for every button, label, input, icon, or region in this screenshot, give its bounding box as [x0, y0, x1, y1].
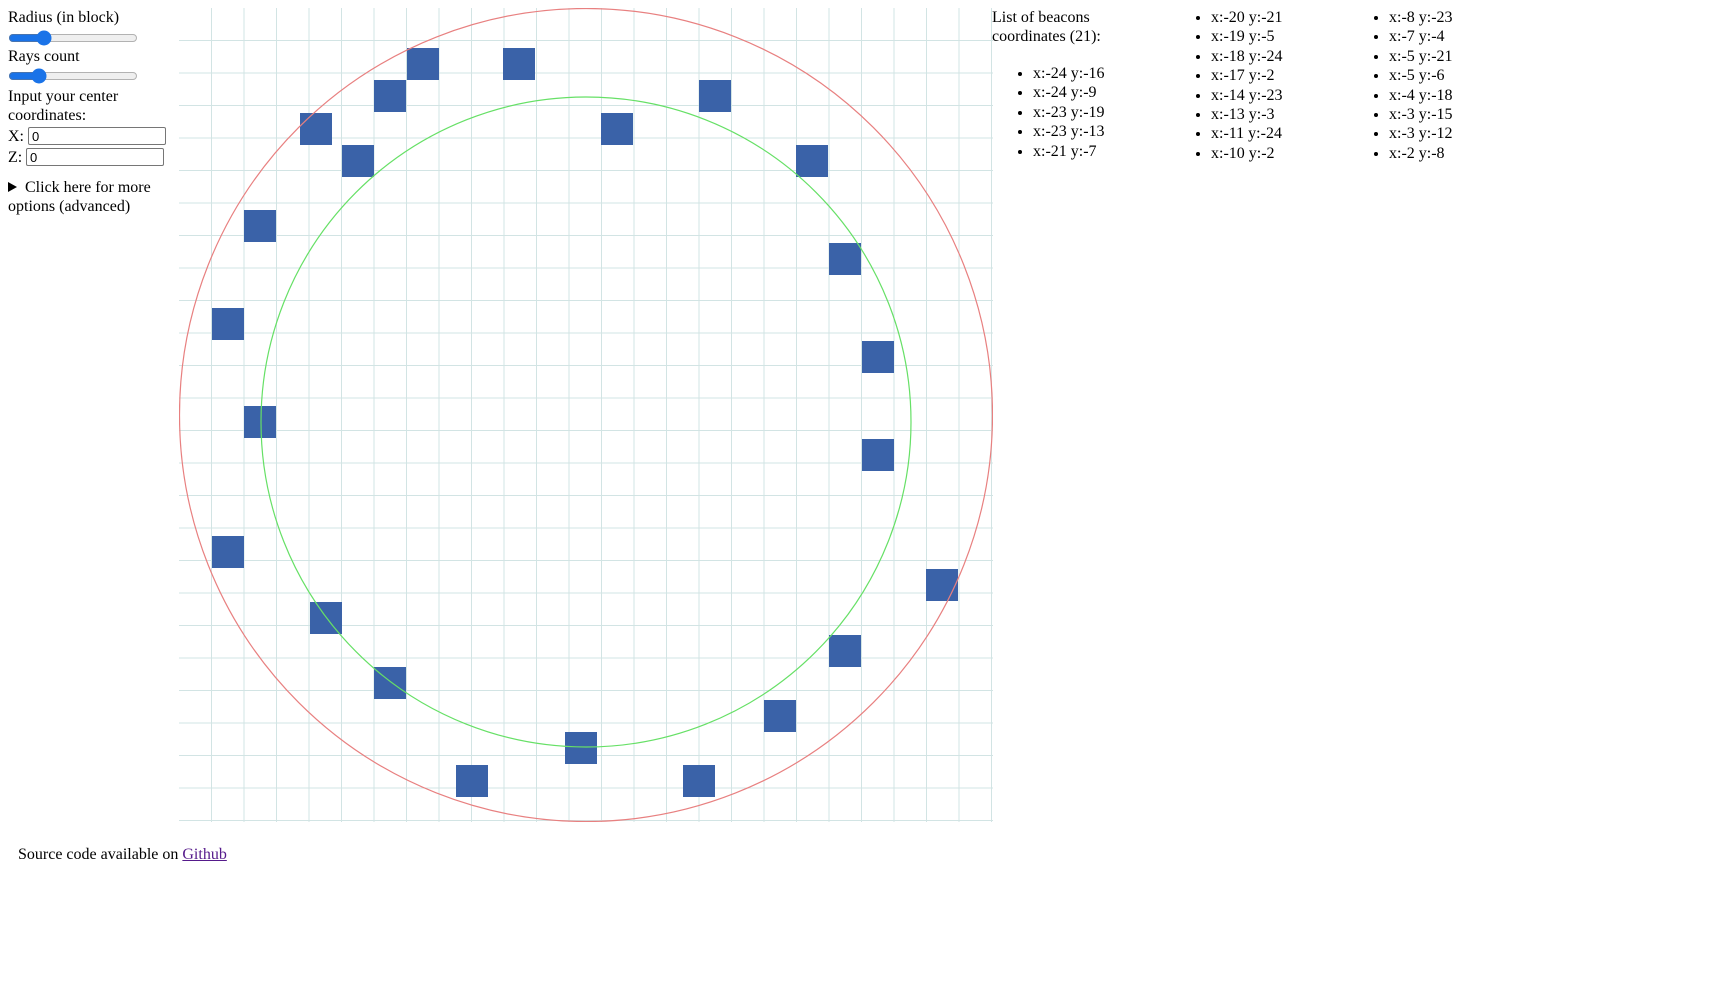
beacon-item: x:-20 y:-21 — [1211, 8, 1283, 27]
footer: Source code available on Github — [18, 845, 227, 864]
beacon-item: x:-19 y:-5 — [1211, 27, 1283, 46]
beacon-item: x:-23 y:-19 — [1033, 103, 1105, 122]
beacon-item: x:-2 y:-8 — [1389, 144, 1453, 163]
beacon-block — [503, 48, 535, 80]
beacon-item: x:-3 y:-12 — [1389, 124, 1453, 143]
beacon-item: x:-24 y:-9 — [1033, 83, 1105, 102]
beacon-item: x:-11 y:-24 — [1211, 124, 1283, 143]
beacon-block — [829, 243, 861, 275]
beacons-list-column-2: x:-20 y:-21x:-19 y:-5x:-18 y:-24x:-17 y:… — [1211, 8, 1283, 163]
advanced-options-toggle[interactable]: Click here for more options (advanced) — [8, 178, 183, 216]
rays-slider[interactable] — [8, 68, 138, 84]
beacon-item: x:-18 y:-24 — [1211, 47, 1283, 66]
z-coordinate-input[interactable] — [26, 148, 164, 166]
beacon-item: x:-5 y:-21 — [1389, 47, 1453, 66]
center-label: Input your center coordinates: — [8, 88, 119, 124]
beacons-list-column-3: x:-8 y:-23x:-7 y:-4x:-5 y:-21x:-5 y:-6x:… — [1389, 8, 1453, 163]
beacon-block — [862, 341, 894, 373]
beacon-block — [683, 765, 715, 797]
beacon-block — [456, 765, 488, 797]
beacon-block — [699, 80, 731, 112]
beacon-blocks — [212, 48, 958, 797]
beacon-block — [342, 145, 374, 177]
map-grid — [179, 8, 993, 822]
beacon-block — [212, 536, 244, 568]
beacon-block — [862, 439, 894, 471]
disclosure-triangle-icon — [8, 182, 17, 192]
x-coordinate-input[interactable] — [28, 127, 166, 145]
beacon-block — [374, 80, 406, 112]
beacon-item: x:-8 y:-23 — [1389, 8, 1453, 27]
beacon-block — [244, 210, 276, 242]
github-link[interactable]: Github — [182, 846, 227, 863]
beacon-block — [244, 406, 276, 438]
beacon-item: x:-24 y:-16 — [1033, 64, 1105, 83]
beacon-block — [407, 48, 439, 80]
beacon-block — [310, 602, 342, 634]
footer-text: Source code available on — [18, 846, 183, 863]
inner-radius-circle — [260, 96, 912, 748]
x-label: X: — [8, 128, 24, 145]
beacon-block — [300, 113, 332, 145]
beacon-item: x:-17 y:-2 — [1211, 66, 1283, 85]
beacon-block — [926, 569, 958, 601]
beacon-item: x:-3 y:-15 — [1389, 105, 1453, 124]
advanced-options-label: Click here for more options (advanced) — [8, 179, 151, 215]
z-label: Z: — [8, 149, 23, 166]
beacon-map — [179, 8, 993, 822]
beacon-block — [764, 700, 796, 732]
radius-slider[interactable] — [8, 30, 138, 46]
beacons-list-heading: List of beacons coordinates (21): — [992, 9, 1101, 46]
beacon-item: x:-14 y:-23 — [1211, 86, 1283, 105]
beacon-block — [796, 145, 828, 177]
beacons-list-column-1: x:-24 y:-16x:-24 y:-9x:-23 y:-19x:-23 y:… — [1033, 64, 1105, 161]
beacon-block — [829, 635, 861, 667]
beacon-item: x:-10 y:-2 — [1211, 144, 1283, 163]
beacon-item: x:-5 y:-6 — [1389, 66, 1453, 85]
beacon-block — [565, 732, 597, 764]
beacon-item: x:-13 y:-3 — [1211, 105, 1283, 124]
radius-label: Radius (in block) — [8, 9, 120, 26]
beacon-item: x:-7 y:-4 — [1389, 27, 1453, 46]
beacon-item: x:-21 y:-7 — [1033, 142, 1105, 161]
beacon-block — [212, 308, 244, 340]
beacon-item: x:-23 y:-13 — [1033, 122, 1105, 141]
rays-label: Rays count — [8, 48, 80, 65]
outer-radius-circle — [179, 8, 993, 822]
beacon-block — [601, 113, 633, 145]
beacon-item: x:-4 y:-18 — [1389, 86, 1453, 105]
